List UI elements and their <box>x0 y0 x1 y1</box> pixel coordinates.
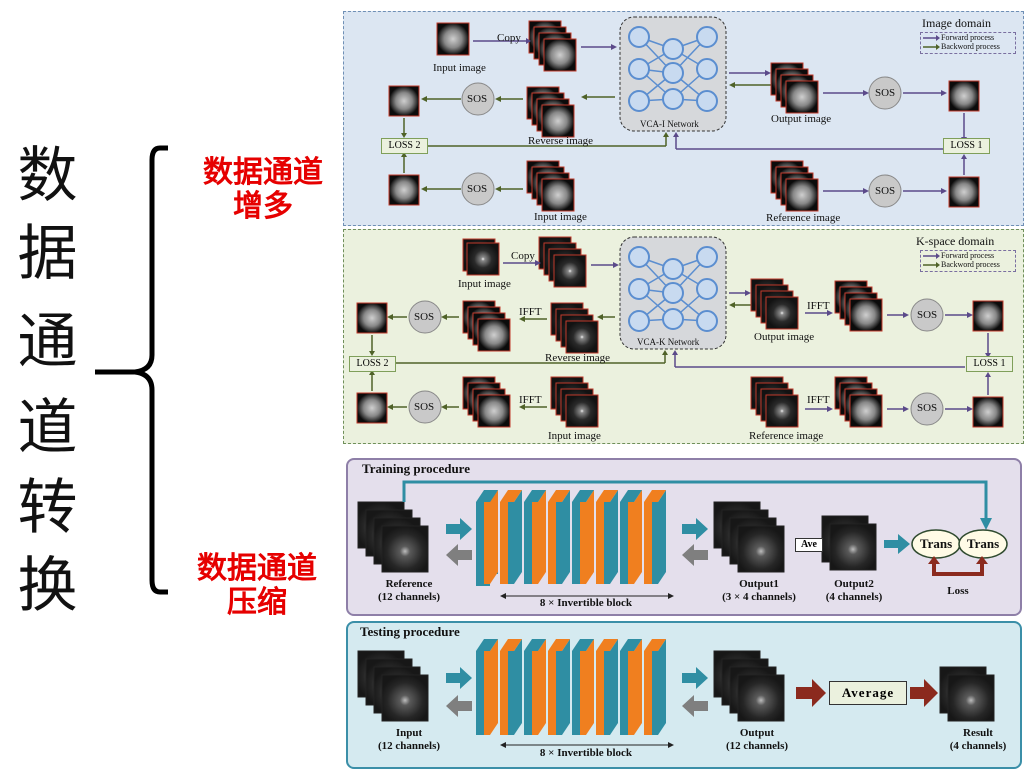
te-input-ch: (12 channels) <box>377 740 441 752</box>
ks-loss2-box: LOSS 2 <box>349 356 396 372</box>
title-char-5: 转 <box>17 473 78 543</box>
img-sos-3: SOS <box>467 183 488 195</box>
ks-network-label: VCA-K Network <box>637 337 700 347</box>
average-box: Average <box>829 681 907 705</box>
te-output: Output <box>739 727 775 739</box>
img-reference-image-label: Reference image <box>766 212 841 224</box>
ks-copy-label: Copy <box>511 250 535 262</box>
img-sos-1: SOS <box>467 93 488 105</box>
img-reverse-image-label: Reverse image <box>528 135 594 147</box>
kspace-legend-forward: Forward process <box>941 251 995 260</box>
ks-sos-2: SOS <box>917 309 938 321</box>
legend-backward: Backword process <box>941 42 1000 51</box>
ks-reverse-image-label: Reverse image <box>545 352 611 364</box>
img-sos-2: SOS <box>875 87 896 99</box>
kspace-domain-graphics <box>356 236 1004 428</box>
tr-output1: Output1 <box>739 578 779 590</box>
img-output-image-label: Output image <box>771 113 832 125</box>
te-input: Input <box>395 727 423 739</box>
tr-output2: Output2 <box>834 578 874 590</box>
title-char-4: 道 <box>17 393 78 463</box>
ks-sos-3: SOS <box>414 401 435 413</box>
title-char-6: 换 <box>17 551 78 621</box>
tr-trans-2: Trans <box>966 536 1000 551</box>
te-result: Result <box>963 727 993 739</box>
branch-label-increase: 数据通道增多 <box>203 155 323 224</box>
invertible-blocks <box>476 639 666 735</box>
input-stack <box>436 22 470 56</box>
ks-ifft-4: IFFT <box>807 394 830 406</box>
ks-ifft-2: IFFT <box>519 306 542 318</box>
tr-output2-ch: (4 channels) <box>825 591 883 603</box>
te-result-ch: (4 channels) <box>949 740 1007 752</box>
ks-input-image-2-label: Input image <box>548 430 601 442</box>
te-blocks: 8 × Invertible block <box>539 747 633 759</box>
title-char-3: 通 <box>17 307 78 377</box>
title-char-2: 据 <box>17 219 78 289</box>
tr-reference: Reference <box>385 578 433 590</box>
testing-graphics <box>357 639 995 748</box>
legend-forward: Forward process <box>941 33 995 42</box>
ks-output-image-label: Output image <box>754 331 815 343</box>
image-domain-title: Image domain <box>922 16 991 30</box>
img-input-image-label: Input image <box>433 62 486 74</box>
image-domain-graphics <box>388 16 980 212</box>
kspace-legend-box <box>920 250 1016 272</box>
tr-reference-ch: (12 channels) <box>377 591 441 603</box>
kspace-legend-backward: Backword process <box>941 260 1000 269</box>
tr-output1-ch: (3 × 4 channels) <box>722 591 796 603</box>
training-graphics <box>357 480 1008 599</box>
tr-loss: Loss <box>947 585 969 597</box>
ks-loss1-box: LOSS 1 <box>966 356 1013 372</box>
training-panel <box>346 458 1022 616</box>
kspace-domain-title: K-space domain <box>916 234 995 248</box>
tr-blocks: 8 × Invertible block <box>539 597 633 609</box>
img-sos-4: SOS <box>875 185 896 197</box>
ks-reference-image-label: Reference image <box>749 430 824 442</box>
legend-box <box>920 32 1016 54</box>
ks-ifft-3: IFFT <box>519 394 542 406</box>
ks-sos-1: SOS <box>414 311 435 323</box>
title-char-1: 数 <box>17 141 78 211</box>
img-network-label: VCA-I Network <box>640 119 699 129</box>
img-loss1-box: LOSS 1 <box>943 138 990 154</box>
curly-brace <box>95 145 168 595</box>
ks-input-image-label: Input image <box>458 278 511 290</box>
img-loss2-box: LOSS 2 <box>381 138 428 154</box>
te-output-ch: (12 channels) <box>725 740 789 752</box>
branch-label-compress: 数据通道压缩 <box>197 551 317 620</box>
kspace-legend-arrows-icon <box>923 253 940 268</box>
ks-ifft-1: IFFT <box>807 300 830 312</box>
ks-sos-4: SOS <box>917 402 938 414</box>
img-copy-label: Copy <box>497 32 521 44</box>
tr-trans-1: Trans <box>919 536 953 551</box>
testing-panel <box>346 621 1022 769</box>
testing-title: Testing procedure <box>360 624 460 639</box>
invertible-blocks <box>476 490 666 584</box>
tr-ave-box: Ave <box>795 538 823 552</box>
legend-arrows-icon <box>923 35 940 50</box>
img-input-image-2-label: Input image <box>534 211 587 223</box>
training-title: Training procedure <box>362 461 470 476</box>
